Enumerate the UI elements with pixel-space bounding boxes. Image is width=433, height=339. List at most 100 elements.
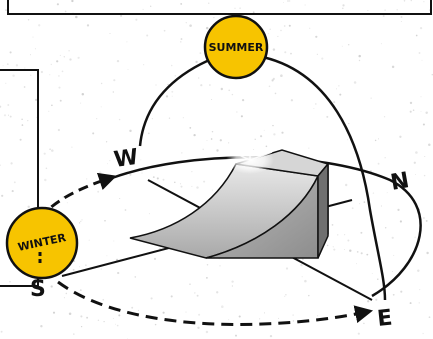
speckle-dot — [106, 163, 108, 165]
speckle-dot — [271, 79, 274, 82]
speckle-dot — [421, 59, 423, 61]
speckle-dot — [359, 203, 361, 205]
speckle-dot — [80, 220, 82, 223]
speckle-dot — [231, 93, 234, 96]
speckle-dot — [40, 325, 43, 328]
speckle-dot — [205, 26, 209, 30]
speckle-dot — [410, 0, 412, 2]
speckle-dot — [281, 131, 284, 134]
speckle-dot — [203, 180, 206, 183]
speckle-dot — [10, 162, 13, 165]
speckle-dot — [77, 56, 80, 59]
speckle-dot — [9, 115, 12, 118]
speckle-dot — [423, 217, 425, 219]
speckle-dot — [73, 333, 75, 335]
speckle-dot — [317, 315, 319, 317]
speckle-dot — [202, 148, 204, 151]
speckle-dot — [272, 124, 274, 127]
speckle-dot — [21, 118, 23, 121]
speckle-dot — [85, 264, 87, 266]
speckle-dot — [40, 70, 44, 74]
speckle-dot — [400, 290, 403, 293]
speckle-dot — [425, 219, 428, 222]
speckle-dot — [304, 279, 307, 283]
speckle-dot — [399, 135, 402, 138]
speckle-dot — [196, 294, 199, 297]
speckle-dot — [336, 88, 337, 90]
speckle-dot — [118, 314, 121, 317]
speckle-dot — [241, 98, 245, 102]
speckle-dot — [72, 12, 74, 14]
speckle-dot — [81, 92, 85, 96]
speckle-dot — [7, 114, 10, 116]
speckle-dot — [154, 323, 157, 326]
speckle-dot — [313, 108, 315, 109]
speckle-dot — [104, 220, 106, 222]
speckle-dot — [148, 213, 150, 215]
speckle-dot — [79, 266, 80, 268]
speckle-dot — [269, 334, 273, 338]
speckle-dot — [88, 239, 90, 241]
speckle-dot — [98, 171, 102, 174]
speckle-dot — [304, 4, 306, 6]
speckle-dot — [292, 314, 294, 316]
speckle-dot — [309, 27, 311, 29]
speckle-dot — [102, 298, 105, 301]
speckle-dot — [287, 0, 289, 2]
speckle-dot — [185, 311, 187, 313]
speckle-dot — [71, 0, 74, 3]
speckle-dot — [24, 67, 26, 69]
speckle-dot — [165, 95, 169, 98]
speckle-dot — [133, 159, 135, 161]
speckle-dot — [374, 139, 377, 142]
speckle-dot — [414, 236, 416, 238]
speckle-dot — [273, 133, 276, 136]
speckle-dot — [332, 246, 334, 248]
speckle-dot — [420, 96, 422, 98]
speckle-dot — [211, 189, 213, 191]
speckle-dot — [400, 20, 402, 22]
speckle-dot — [34, 98, 38, 102]
top-frame-box — [7, 0, 432, 15]
winter-sun: WINTER — [5, 206, 79, 280]
speckle-dot — [27, 205, 30, 208]
speckle-dot — [277, 35, 279, 37]
speckle-dot — [252, 11, 255, 14]
speckle-dot — [49, 74, 51, 76]
speckle-dot — [353, 81, 357, 84]
speckle-dot — [268, 85, 271, 88]
speckle-dot — [134, 276, 137, 278]
speckle-dot — [0, 330, 3, 333]
speckle-dot — [180, 41, 182, 43]
speckle-dot — [272, 77, 275, 81]
speckle-dot — [61, 70, 64, 73]
speckle-dot — [6, 63, 9, 65]
speckle-dot — [384, 227, 387, 229]
speckle-dot — [78, 222, 81, 224]
speckle-dot — [356, 251, 359, 253]
speckle-dot — [86, 24, 90, 27]
speckle-dot — [146, 34, 149, 37]
speckle-dot — [104, 175, 107, 178]
speckle-dot — [377, 138, 380, 140]
speckle-dot — [341, 45, 343, 47]
speckle-dot — [56, 60, 59, 63]
speckle-dot — [155, 84, 157, 86]
speckle-dot — [200, 84, 203, 87]
winter-path-lower — [57, 280, 374, 326]
speckle-dot — [220, 87, 223, 91]
speckle-dot — [347, 139, 348, 141]
speckle-dot — [198, 313, 201, 316]
speckle-dot — [413, 161, 416, 164]
speckle-dot — [27, 119, 29, 122]
speckle-dot — [159, 247, 161, 250]
speckle-dot — [315, 103, 317, 105]
speckle-dot — [142, 8, 144, 10]
speckle-dot — [193, 133, 196, 137]
speckle-dot — [3, 114, 7, 117]
speckle-dot — [163, 29, 166, 32]
speckle-dot — [228, 319, 230, 321]
speckle-dot — [92, 132, 95, 135]
